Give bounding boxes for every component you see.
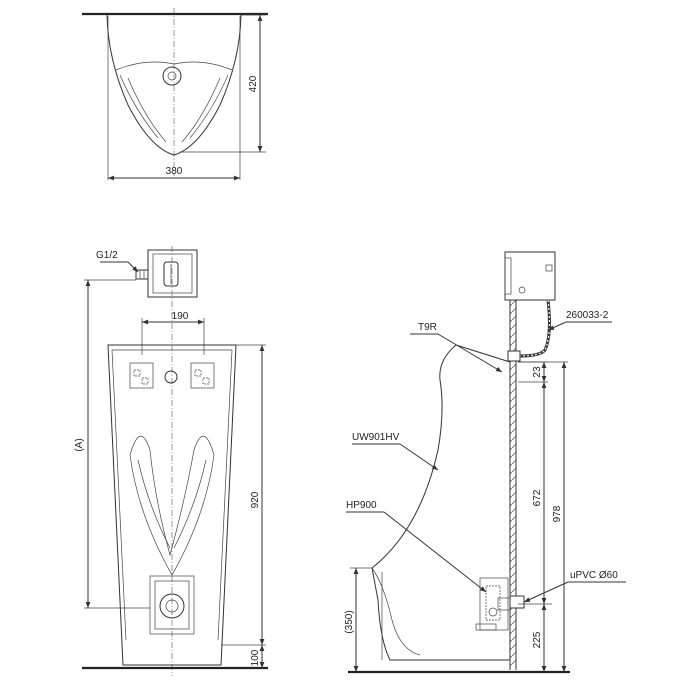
side-view: T9R 260033-2 UW901HV HP900 uPVC Ø60 23 6… [344,251,626,674]
label-hose: 260033-2 [566,310,609,321]
dim-920: 920 [250,491,261,508]
sensor-window [163,261,179,287]
bracket-left [129,362,154,389]
bracket-right [190,362,215,389]
front-trap-box [149,575,195,635]
side-wall [509,262,517,670]
top-view: 380 420 [82,8,268,181]
front-body-outline [107,344,237,666]
label-trap-model: HP900 [346,500,377,511]
dim-spacing: 190 [172,311,189,322]
inlet-pipe [135,269,149,280]
dim-225: 225 [532,631,543,648]
dim-top-width: 380 [166,166,183,177]
label-urinal-model: UW901HV [352,432,400,443]
sensor-flush-box [147,249,198,298]
front-drain-circle [159,593,185,619]
dim-350: (350) [344,610,355,633]
top-bowl-outline [106,14,242,156]
flex-hose [519,299,551,358]
dim-a: (A) [74,438,85,451]
dim-100: 100 [250,649,261,666]
drain-pipe-stub [509,595,525,609]
side-valve-box [504,251,556,301]
dim-23: 23 [532,366,543,378]
label-flush-valve: T9R [418,322,437,333]
spud-inlet [164,370,178,384]
hose-connector [507,350,521,362]
top-drain-circle [162,66,182,86]
label-drain-pipe: uPVC Ø60 [570,570,618,581]
dim-top-height: 420 [248,75,259,92]
label-inlet: G1/2 [96,250,118,261]
side-trap [475,577,511,631]
dim-672: 672 [532,489,543,506]
dim-978: 978 [552,505,563,522]
front-view: G1/2 190 (A) [74,246,268,676]
